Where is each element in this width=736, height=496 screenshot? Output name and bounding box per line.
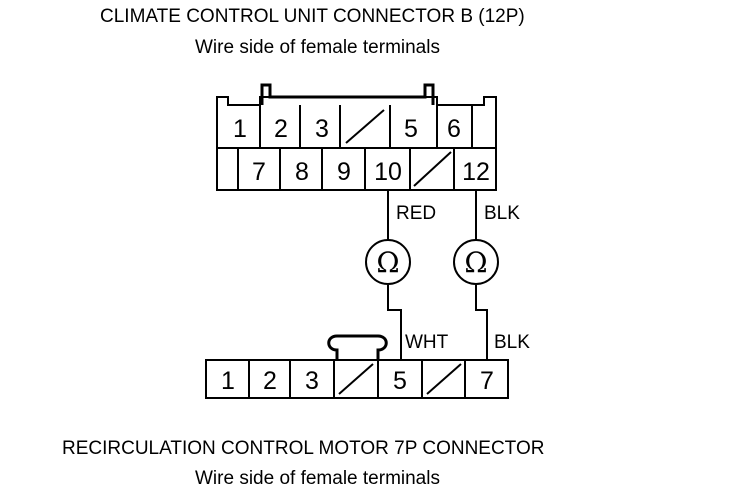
- blk-wire-bottom: [475, 285, 488, 360]
- top-pin-5: 5: [404, 115, 418, 143]
- bottom-pin-3: 3: [305, 367, 319, 395]
- bottom-blank-cavity-4: [338, 363, 374, 395]
- top-pin-9: 9: [337, 158, 351, 186]
- ohm-icon: Ω: [376, 246, 399, 279]
- bottom-pin-2: 2: [263, 367, 277, 395]
- wht-wire-label: WHT: [405, 332, 449, 353]
- top-connector: 1 2 3 5 6 7 8 9 10 12: [216, 83, 497, 191]
- top-connector-title: CLIMATE CONTROL UNIT CONNECTOR B (12P): [100, 6, 525, 27]
- top-pin-7: 7: [252, 158, 266, 186]
- ohm-icon: Ω: [464, 246, 487, 279]
- blk-top-wire-label: BLK: [484, 203, 520, 224]
- bottom-connector-title: RECIRCULATION CONTROL MOTOR 7P CONNECTOR: [62, 438, 544, 459]
- top-pin-1: 1: [233, 115, 247, 143]
- bottom-connector: 1 2 3 5 7: [205, 334, 509, 399]
- top-pin-3: 3: [315, 115, 329, 143]
- bottom-connector-outline: [205, 359, 509, 399]
- bottom-pin-7: 7: [480, 367, 494, 395]
- top-pin-10: 10: [374, 158, 402, 186]
- ohmmeter-left-circle: [365, 239, 411, 285]
- bottom-pin-5: 5: [393, 367, 407, 395]
- red-wire-label: RED: [396, 203, 436, 224]
- top-pin-12: 12: [462, 158, 490, 186]
- ohmmeter-right: Ω: [453, 239, 499, 285]
- row1-blank-cavity: [345, 109, 385, 144]
- bottom-connector-subtitle: Wire side of female terminals: [195, 468, 440, 489]
- top-pin-8: 8: [295, 158, 309, 186]
- bottom-blank-cavity-6: [426, 363, 462, 395]
- top-connector-subtitle: Wire side of female terminals: [195, 37, 440, 58]
- bottom-pin-1: 1: [221, 367, 235, 395]
- ohmmeter-left: Ω: [365, 239, 411, 285]
- ohmmeter-right-circle: [453, 239, 499, 285]
- blk-bottom-wire-label: BLK: [494, 332, 530, 353]
- top-pin-2: 2: [274, 115, 288, 143]
- wht-wire: [387, 285, 402, 360]
- top-connector-lock: [260, 83, 435, 105]
- row2-blank-cavity: [413, 151, 452, 187]
- bottom-connector-latch: [327, 334, 388, 360]
- top-pin-6: 6: [447, 115, 461, 143]
- wires: [387, 190, 488, 360]
- top-connector-outline: [216, 96, 497, 191]
